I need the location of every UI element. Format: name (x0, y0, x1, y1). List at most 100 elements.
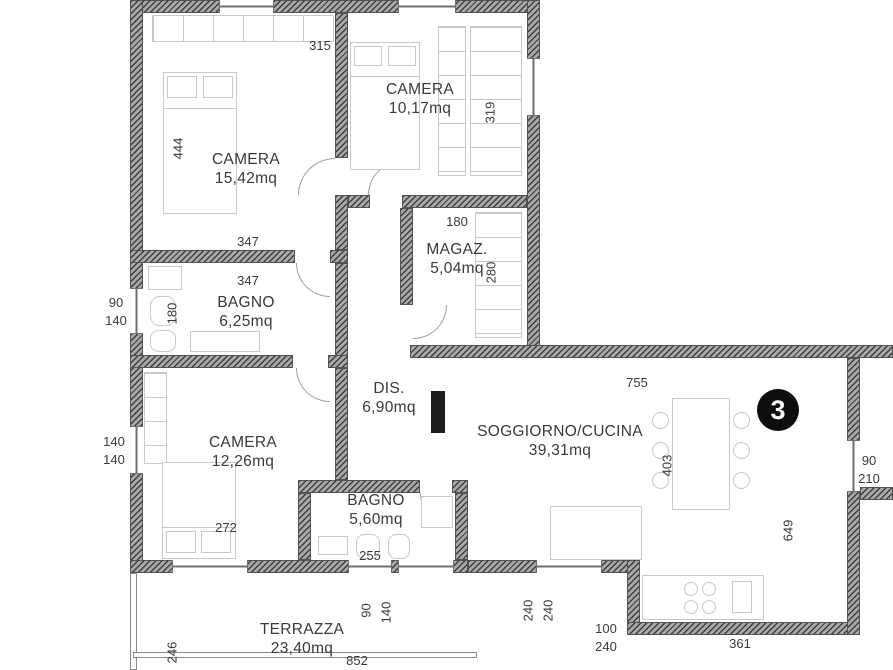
window (527, 58, 540, 116)
pillow-icon (201, 531, 231, 553)
wall-segment (335, 13, 348, 158)
stove-burner-icon (684, 600, 698, 614)
dimension-label: 90 (108, 295, 124, 310)
chair-icon (733, 442, 750, 459)
room-label-camera-3: CAMERA 12,26mq (173, 433, 313, 471)
wall-segment (627, 560, 640, 635)
dimension-label: 100 (595, 621, 617, 636)
wardrobe-icon (152, 15, 334, 42)
wall-segment (348, 195, 370, 208)
window (219, 0, 274, 13)
room-name: BAGNO (217, 294, 275, 311)
wall-segment (130, 250, 295, 263)
window (847, 440, 860, 492)
window (536, 560, 602, 573)
wall-segment (452, 480, 468, 493)
dimension-label: 180 (164, 302, 180, 325)
room-area: 5,04mq (430, 260, 484, 277)
dimension-label: 280 (483, 261, 499, 284)
bed-line (350, 76, 420, 77)
wall-segment (527, 0, 540, 358)
stove-burner-icon (702, 600, 716, 614)
sofa-icon (550, 506, 642, 560)
wall-segment (410, 345, 893, 358)
wall-segment (860, 487, 893, 500)
dining-table-icon (672, 398, 730, 510)
room-name: CAMERA (211, 151, 281, 168)
wall-segment (298, 493, 311, 560)
chair-icon (652, 442, 669, 459)
chair-icon (652, 412, 669, 429)
dimension-label: 852 (346, 653, 368, 668)
dimension-label: 210 (858, 471, 880, 486)
room-label-camera-2: CAMERA 10,17mq (350, 80, 490, 118)
wall-segment (330, 250, 348, 263)
stove-burner-icon (684, 582, 698, 596)
dimension-label: 444 (170, 137, 186, 160)
dimension-label: 347 (237, 273, 259, 288)
room-area: 12,26mq (211, 453, 275, 470)
wardrobe-icon (438, 26, 466, 176)
shaft (431, 391, 445, 433)
dimension-label: 240 (540, 599, 556, 622)
dimension-label: 755 (626, 375, 648, 390)
wardrobe-icon (144, 372, 167, 464)
wall-segment (335, 195, 348, 250)
room-name: DIS. (373, 380, 405, 397)
dimension-label: 403 (659, 454, 675, 477)
dimension-label: 319 (482, 101, 498, 124)
wall-segment (627, 622, 860, 635)
room-label-soggiorno: SOGGIORNO/CUCINA 39,31mq (460, 422, 660, 460)
room-area: 39,31mq (528, 442, 592, 459)
dimension-label: 90 (358, 603, 374, 618)
dimension-label: 272 (215, 520, 237, 535)
wall-segment (130, 0, 143, 573)
wall-segment (298, 480, 420, 493)
stove-burner-icon (702, 582, 716, 596)
pillow-icon (354, 46, 382, 66)
chair-icon (733, 472, 750, 489)
room-area: 5,60mq (349, 511, 403, 528)
dimension-label: 649 (780, 519, 796, 542)
dimension-label: 140 (105, 313, 127, 328)
wall-segment (130, 0, 540, 13)
room-area: 6,90mq (362, 399, 416, 416)
room-area: 10,17mq (388, 100, 452, 117)
kitchen-sink-icon (732, 581, 752, 613)
room-label-magazzino: MAGAZ. 5,04mq (387, 240, 527, 278)
wall-segment (328, 355, 348, 368)
wall-segment (130, 355, 293, 368)
bidet-icon (388, 534, 410, 559)
room-name: TERRAZZA (259, 621, 345, 638)
room-label-disimpegno: DIS. 6,90mq (319, 379, 459, 417)
pillow-icon (388, 46, 416, 66)
dimension-label: 180 (446, 214, 468, 229)
window (130, 288, 143, 334)
dimension-label: 246 (164, 641, 180, 664)
pillow-icon (166, 531, 196, 553)
dimension-label: 140 (103, 434, 125, 449)
room-label-terrazza: TERRAZZA 23,40mq (232, 620, 372, 658)
room-label-camera-1: CAMERA 15,42mq (176, 150, 316, 188)
window (172, 560, 248, 573)
wall-segment (335, 263, 348, 368)
dimension-label: 315 (309, 38, 331, 53)
room-area: 23,40mq (270, 640, 334, 657)
bidet-icon (150, 330, 176, 352)
closet-icon (470, 26, 522, 176)
room-area: 6,25mq (219, 313, 273, 330)
window (348, 560, 392, 573)
dimension-label: 140 (103, 452, 125, 467)
dimension-label: 90 (861, 453, 877, 468)
chair-icon (652, 472, 669, 489)
chair-icon (733, 412, 750, 429)
window (130, 426, 143, 474)
dimension-label: 361 (729, 636, 751, 651)
dimension-label: 347 (237, 234, 259, 249)
dimension-label: 140 (378, 601, 394, 624)
bathtub-icon (190, 331, 260, 352)
bed-line (163, 108, 237, 109)
room-name: MAGAZ. (426, 241, 488, 258)
pillow-icon (167, 76, 197, 98)
